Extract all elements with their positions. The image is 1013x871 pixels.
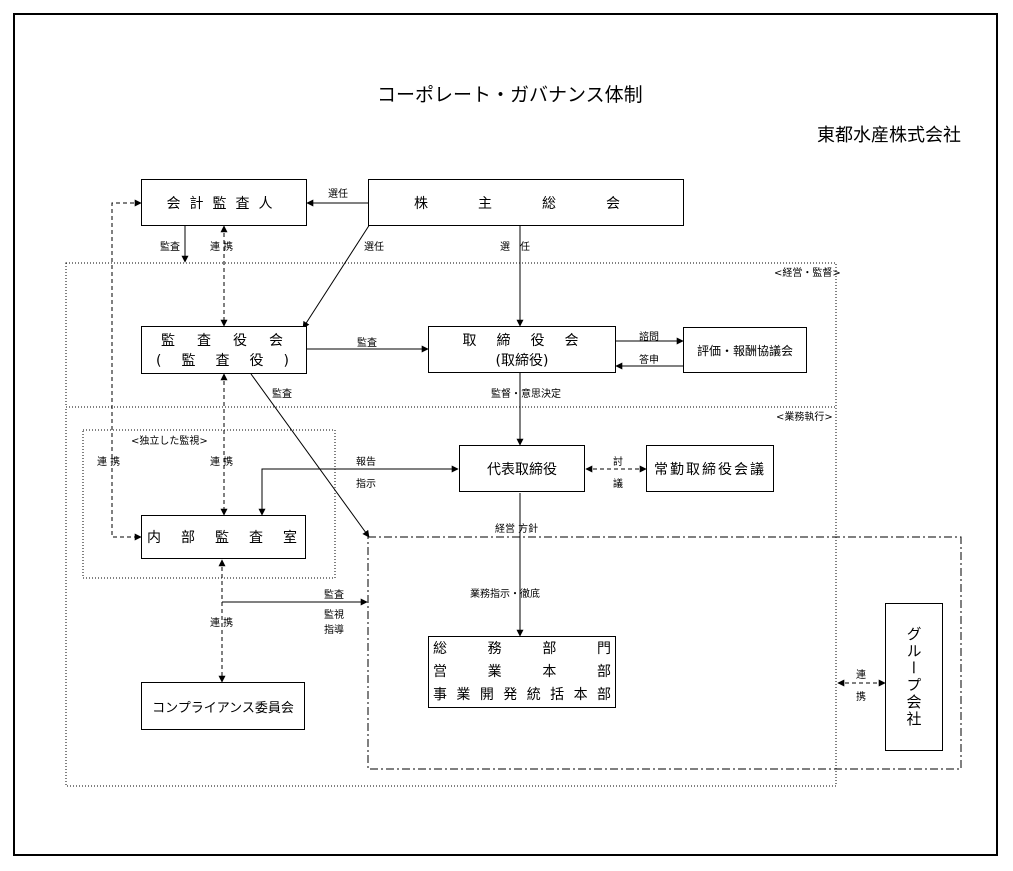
executive-committee-box: 常勤取締役会議 <box>646 445 774 492</box>
label-discuss-1: 討 <box>613 457 623 468</box>
label-reply: 答申 <box>639 355 659 366</box>
label-cooperate-mid: 連 携 <box>210 457 234 468</box>
representative-director-label: 代表取締役 <box>487 461 557 478</box>
representative-director-box: 代表取締役 <box>459 445 585 492</box>
board-line2: (取締役) <box>495 352 549 369</box>
link-auditor-internal <box>111 199 142 541</box>
label-instruct: 指示 <box>356 479 376 490</box>
label-cooperate-top: 連 携 <box>210 242 234 253</box>
internal-audit-label: 内 部 監 査 室 <box>147 530 300 546</box>
label-cooperate-group-2: 携 <box>856 692 866 703</box>
group-scope-region <box>367 536 962 770</box>
label-elect-auditor: 選任 <box>328 189 348 200</box>
region-label-independent: <独立した監視> <box>131 436 208 447</box>
label-monitor-2: 指導 <box>324 625 344 636</box>
execution-region <box>65 406 837 787</box>
audit-board-line2: ( 監 査 役 ) <box>156 353 292 369</box>
label-report: 報告 <box>356 457 376 468</box>
executive-committee-label: 常勤取締役会議 <box>654 461 766 478</box>
evaluation-council-label: 評価・報酬協議会 <box>696 343 793 358</box>
audit-board-line1: 監 査 役 会 <box>161 333 287 349</box>
label-accountant-audit: 監査 <box>160 242 180 253</box>
outer-frame <box>13 13 998 856</box>
label-elect-audit-board: 選任 <box>364 242 384 253</box>
page-title: コーポレート・ガバナンス体制 <box>377 84 643 106</box>
internal-audit-box: 内 部 監 査 室 <box>141 515 306 559</box>
label-audit-lower: 監査 <box>324 590 344 601</box>
accounting-auditor-box: 会計監査人 <box>141 179 307 226</box>
arrow-audit-diagonal <box>250 373 370 538</box>
label-audit-to-board: 監査 <box>357 338 377 349</box>
board-line1: 取 締 役 会 <box>462 332 582 349</box>
label-audit-diagonal: 監査 <box>272 389 292 400</box>
label-supervise-decide: 監督・意思決定 <box>491 389 561 400</box>
label-policy: 経営 方針 <box>495 524 539 535</box>
board-of-directors-box: 取 締 役 会 (取締役) <box>428 326 616 373</box>
departments-box: 総 務 部 門 営 業 本 部 事業開発統括本部 <box>428 636 616 708</box>
group-companies-label: グループ会社 <box>904 626 923 728</box>
label-consult: 諮問 <box>639 332 659 343</box>
department-sales: 営 業 本 部 <box>433 663 611 680</box>
accounting-auditor-label: 会計監査人 <box>166 195 282 212</box>
compliance-committee-label: コンプライアンス委員会 <box>152 700 294 716</box>
region-label-execution: <業務執行> <box>776 412 833 423</box>
arrow-elect-audit-board <box>302 223 371 329</box>
label-monitor-1: 監視 <box>324 610 344 621</box>
label-ops-instruct: 業務指示・徹底 <box>470 589 540 600</box>
label-elect-board: 選 任 <box>500 242 530 253</box>
arrow-instruct <box>258 468 458 516</box>
label-discuss-2: 議 <box>613 479 623 490</box>
compliance-committee-box: コンプライアンス委員会 <box>141 682 305 730</box>
independent-region <box>82 429 336 579</box>
company-name: 東都水産株式会社 <box>817 125 961 146</box>
department-general-affairs: 総 務 部 門 <box>433 640 611 657</box>
shareholders-meeting-box: 株 主 総 会 <box>368 179 684 226</box>
department-business-development: 事業開発統括本部 <box>433 686 611 703</box>
shareholders-meeting-label: 株 主 総 会 <box>414 195 638 212</box>
label-cooperate-group-1: 連 <box>856 670 866 681</box>
group-companies-box: グループ会社 <box>885 603 943 751</box>
region-label-management: <経営・監督> <box>774 268 841 279</box>
label-cooperate-left: 連 携 <box>97 457 121 468</box>
evaluation-council-box: 評価・報酬協議会 <box>683 327 807 373</box>
audit-board-box: 監 査 役 会 ( 監 査 役 ) <box>141 326 307 374</box>
label-cooperate-lower: 連 携 <box>210 618 234 629</box>
